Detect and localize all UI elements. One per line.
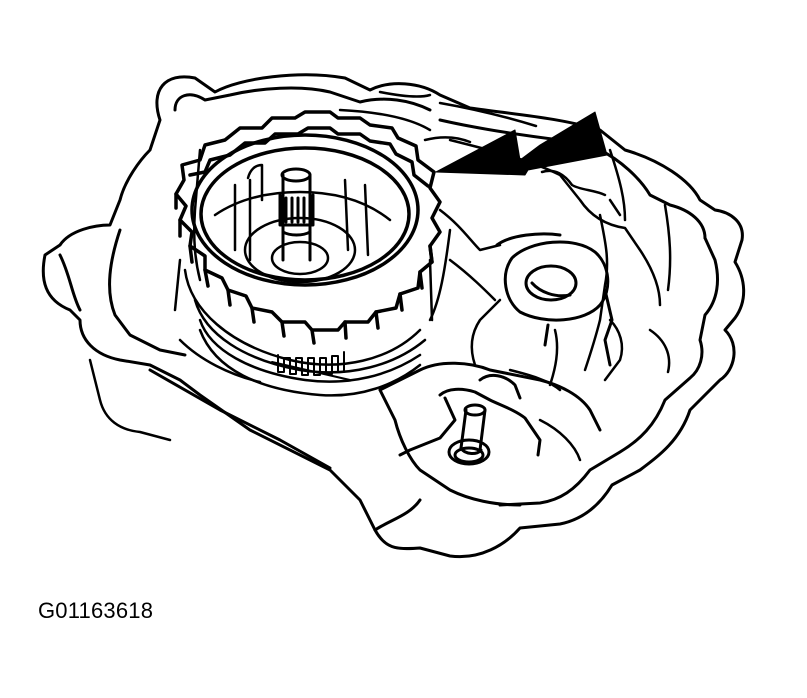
input-shaft xyxy=(280,169,313,260)
case-boss xyxy=(497,234,612,365)
figure-caption-id: G01163618 xyxy=(38,598,154,623)
pivot-pin xyxy=(400,375,540,464)
inner-hub xyxy=(215,165,390,282)
callout-arrow xyxy=(436,112,607,175)
casting-ribs xyxy=(90,92,670,460)
gear-teeth xyxy=(272,352,350,380)
case-outline xyxy=(43,75,743,557)
clutch-plate-ring xyxy=(176,112,440,343)
casting-edge-lines xyxy=(425,103,620,215)
